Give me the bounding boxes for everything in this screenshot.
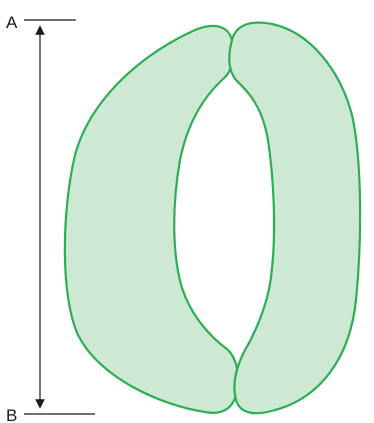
right-guard-cell bbox=[229, 23, 360, 414]
label-a: A bbox=[6, 13, 18, 32]
left-guard-cell bbox=[65, 26, 238, 413]
label-b: B bbox=[6, 406, 17, 423]
